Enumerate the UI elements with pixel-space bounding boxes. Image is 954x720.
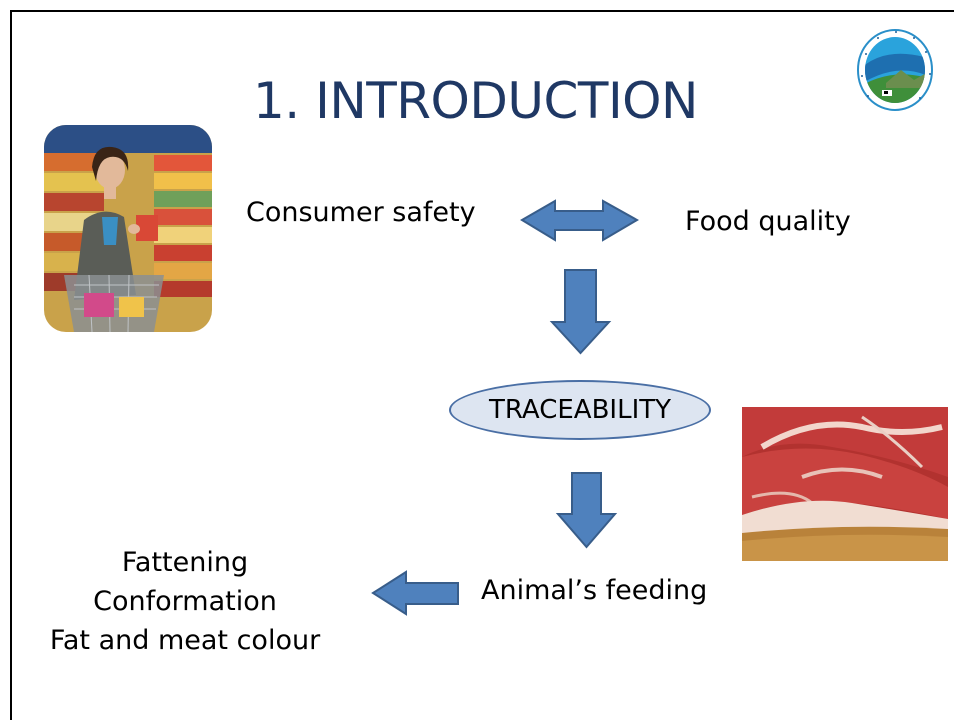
shopper-photo [44, 125, 212, 332]
left-arrow-icon [371, 570, 459, 616]
animal-feeding-label: Animal’s feeding [481, 575, 708, 606]
outcome-item: Fat and meat colour [49, 625, 321, 656]
consumer-safety-label: Consumer safety [246, 197, 476, 228]
slide-title: 1. INTRODUCTION [253, 72, 698, 130]
food-quality-label: Food quality [685, 206, 851, 237]
outcomes-list: Fattening Conformation Fat and meat colo… [20, 543, 350, 660]
slide-frame-top [10, 10, 954, 12]
traceability-ellipse: TRACEABILITY [449, 380, 711, 440]
slide-frame-left [10, 10, 12, 720]
down-arrow-icon [549, 269, 612, 355]
down-arrow-icon [555, 472, 618, 549]
logo-icon [857, 29, 933, 111]
outcome-item: Conformation [93, 586, 277, 617]
outcome-item: Fattening [121, 547, 249, 578]
meat-photo [742, 407, 948, 561]
double-arrow-icon [520, 199, 640, 242]
